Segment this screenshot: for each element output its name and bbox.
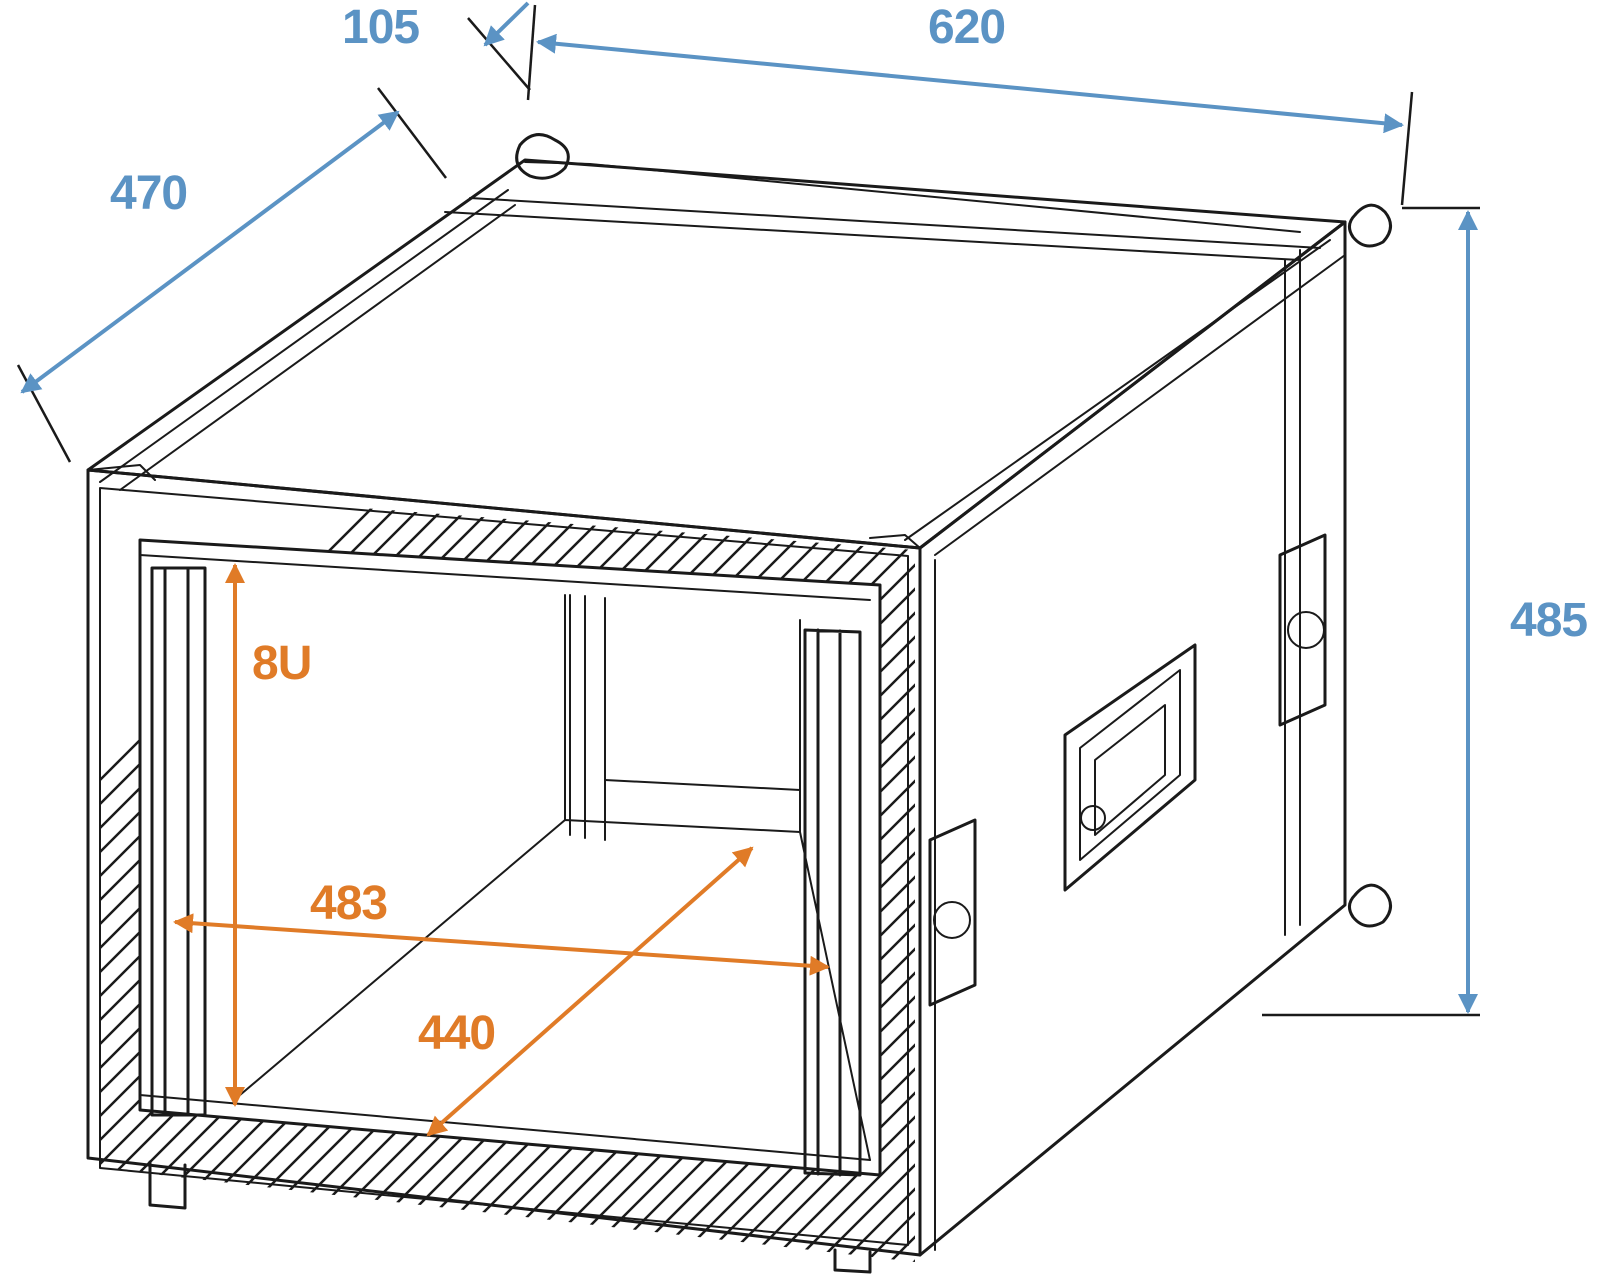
rack-rail bbox=[150, 566, 862, 1177]
ball-corner bbox=[87, 133, 1392, 928]
hatch-line bbox=[871, 488, 915, 1262]
label-width: 620 bbox=[928, 1, 1006, 54]
interior-floor-line bbox=[604, 779, 801, 791]
label-rack-width: 483 bbox=[310, 877, 388, 930]
arrow-620 bbox=[536, 33, 1404, 134]
top-right-edge-inner bbox=[904, 239, 1346, 556]
hatch-line bbox=[823, 488, 915, 1262]
front-opening bbox=[138, 538, 882, 1177]
dimension-arrows bbox=[20, 1, 1478, 1137]
hatch-line bbox=[100, 488, 545, 1262]
label-mounting-depth: 440 bbox=[418, 1007, 496, 1060]
arrow-470 bbox=[20, 110, 400, 394]
hatch-line bbox=[847, 488, 915, 1262]
hatch-line bbox=[100, 488, 881, 1262]
latch-front-side bbox=[928, 818, 977, 1007]
hatch-line bbox=[100, 488, 809, 1262]
arrow-105 bbox=[483, 1, 530, 47]
hatch-line bbox=[559, 488, 915, 1262]
hatch-line bbox=[631, 488, 915, 1262]
rack-rail-left bbox=[150, 566, 207, 1117]
hatch-line bbox=[655, 488, 915, 1262]
label-lid-depth: 105 bbox=[342, 1, 420, 54]
interior-rear-rail bbox=[569, 594, 606, 841]
hatch-line bbox=[487, 488, 915, 1262]
hatch-line bbox=[895, 488, 915, 1262]
arrow-440 bbox=[426, 846, 754, 1137]
case-right-face bbox=[918, 220, 1347, 1257]
latch-rear-side bbox=[1278, 533, 1327, 727]
hatch-line bbox=[100, 488, 521, 1262]
label-height: 485 bbox=[1510, 594, 1588, 647]
hatch-line bbox=[151, 488, 915, 1262]
side-handle bbox=[1063, 643, 1197, 892]
right-face-edge-strips bbox=[934, 249, 1301, 1251]
arrow-483 bbox=[173, 913, 830, 976]
flight-case bbox=[86, 158, 1600, 1274]
hatch-line bbox=[703, 488, 915, 1262]
front-frame-hatching bbox=[100, 480, 1600, 1274]
top-left-edge-inner bbox=[99, 189, 516, 491]
hatch-line bbox=[100, 488, 569, 1262]
hatch-line bbox=[920, 480, 1600, 1274]
hatch-line bbox=[367, 488, 915, 1262]
hatch-line bbox=[391, 488, 915, 1262]
hatch-line bbox=[511, 488, 915, 1262]
extension-lines bbox=[16, 4, 1480, 1017]
hatch-line bbox=[103, 488, 905, 1262]
butterfly-latch bbox=[928, 533, 1327, 1007]
hatch-line bbox=[775, 488, 915, 1262]
front-frame-outer bbox=[99, 487, 909, 1246]
case-front-face bbox=[86, 468, 922, 1257]
label-body-depth: 470 bbox=[110, 167, 188, 220]
hatch-line bbox=[343, 488, 915, 1262]
hatch-line bbox=[271, 488, 915, 1262]
hatch-line bbox=[751, 488, 915, 1262]
lid-seam-top bbox=[444, 161, 1321, 261]
hatch-line bbox=[100, 488, 617, 1262]
hatch-line bbox=[992, 480, 1600, 1274]
hatch-line bbox=[607, 488, 915, 1262]
caster-foot bbox=[148, 1160, 872, 1274]
rack-rail-right bbox=[803, 628, 862, 1177]
label-rack-units: 8U bbox=[252, 637, 312, 690]
hatch-line bbox=[583, 488, 915, 1262]
hatch-line bbox=[100, 488, 857, 1262]
